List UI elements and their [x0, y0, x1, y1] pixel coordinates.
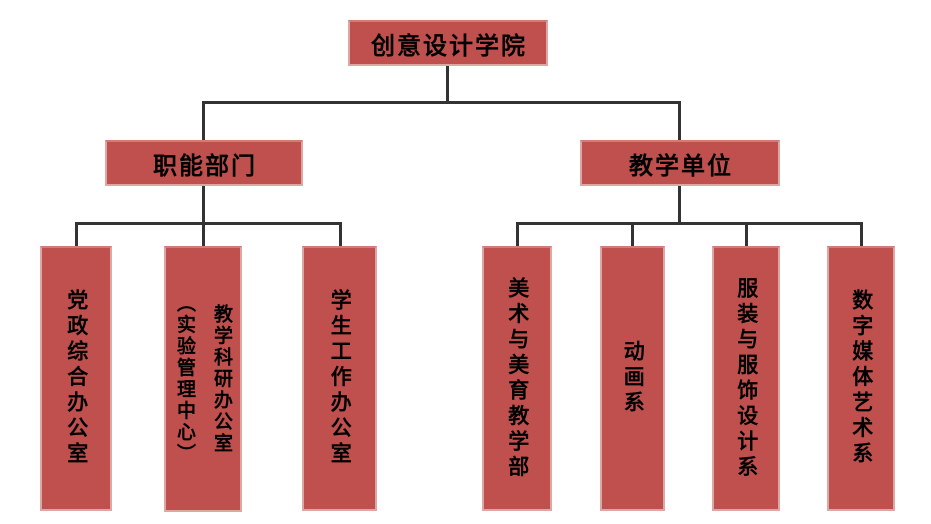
org-node-fashion-design-dept: 服装与服饰设计系: [712, 246, 780, 511]
org-node-teaching-units: 教学单位: [580, 140, 780, 186]
node-label: 美术与美育教学部: [505, 276, 529, 481]
connector-line: [516, 222, 519, 247]
node-label: 学生工作办公室: [328, 289, 352, 468]
node-label: 职能部门: [153, 152, 257, 180]
connector-line: [745, 222, 748, 247]
node-label: 动画系: [621, 340, 645, 417]
connector-line: [446, 64, 449, 103]
connector-line: [202, 101, 205, 141]
connector-line: [339, 222, 342, 247]
connector-line: [202, 101, 681, 104]
connector-line: [860, 222, 863, 247]
connector-line: [631, 222, 634, 247]
org-node-functional-departments: 职能部门: [105, 140, 303, 186]
org-node-student-affairs-office: 学生工作办公室: [302, 246, 377, 511]
node-label: 服装与服饰设计系: [734, 276, 758, 481]
node-label: 教学单位: [629, 152, 733, 180]
org-node-digital-media-dept: 数字媒体艺术系: [827, 246, 895, 511]
org-node-animation-dept: 动画系: [600, 246, 665, 511]
org-node-teaching-research-office: 教学科研办公室 （实验管理中心）: [164, 246, 242, 512]
connector-line: [202, 185, 205, 247]
node-label: 党政综合办公室: [64, 289, 88, 468]
connector-line: [75, 222, 78, 247]
org-node-root: 创意设计学院: [348, 20, 548, 66]
org-node-fine-arts-dept: 美术与美育教学部: [482, 246, 552, 511]
connector-line: [678, 101, 681, 141]
connector-line: [678, 185, 681, 224]
node-label: 数字媒体艺术系: [849, 289, 873, 468]
connector-line: [75, 222, 342, 225]
node-label: 教学科研办公室 （实验管理中心）: [174, 293, 232, 465]
org-node-party-admin-office: 党政综合办公室: [40, 246, 112, 511]
node-label: 创意设计学院: [371, 32, 527, 60]
connector-line: [516, 222, 863, 225]
